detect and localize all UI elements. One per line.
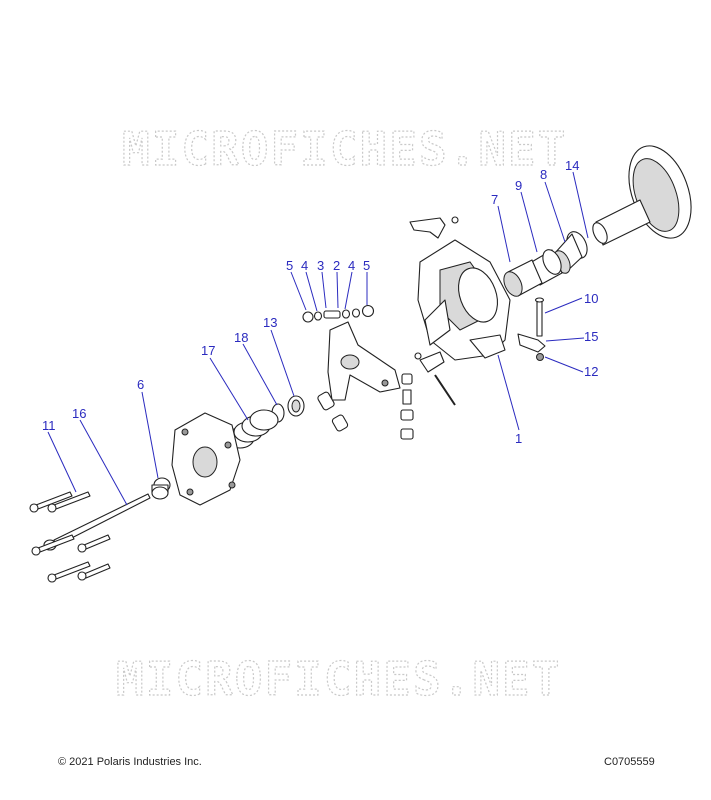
roller-pin-stack xyxy=(302,304,375,323)
callout-3: 3 xyxy=(317,258,324,273)
callout-1: 1 xyxy=(515,431,522,446)
part-9-bushing xyxy=(529,249,563,286)
callout-10: 10 xyxy=(584,291,598,306)
callout-15: 15 xyxy=(584,329,598,344)
part-1-moveable-sheave xyxy=(417,239,511,361)
callout-5-right: 5 xyxy=(363,258,370,273)
callout-13: 13 xyxy=(263,315,277,330)
leader-lines xyxy=(47,171,589,506)
part-15-weight xyxy=(517,333,546,353)
part-11-bolts xyxy=(29,491,111,583)
callout-17: 17 xyxy=(201,343,215,358)
copyright-text: © 2021 Polaris Industries Inc. xyxy=(58,756,202,768)
weight-arm-top xyxy=(409,216,459,239)
callout-8: 8 xyxy=(540,167,547,182)
callout-4-left: 4 xyxy=(301,258,308,273)
callout-18: 18 xyxy=(234,330,248,345)
part-7-bushing xyxy=(503,259,543,297)
weight-arm-left xyxy=(414,351,456,406)
callout-9: 9 xyxy=(515,178,522,193)
diagram-code: C0705559 xyxy=(604,756,655,768)
callout-14: 14 xyxy=(565,158,579,173)
part-14-sheave-shaft xyxy=(592,145,692,246)
callout-12: 12 xyxy=(584,364,598,379)
callout-5-left: 5 xyxy=(286,258,293,273)
part-17-spring xyxy=(225,409,279,449)
callout-16: 16 xyxy=(72,406,86,421)
spider xyxy=(327,321,401,401)
callout-6: 6 xyxy=(137,377,144,392)
callout-7: 7 xyxy=(491,192,498,207)
watermark-bottom: MICROFICHES.NET xyxy=(116,652,561,706)
part-12-nut xyxy=(536,353,544,361)
spider-rollers xyxy=(317,373,414,440)
callout-2: 2 xyxy=(333,258,340,273)
part-8-ring xyxy=(553,231,588,274)
part-6-bushing xyxy=(151,477,171,500)
part-13-washer xyxy=(287,395,305,417)
part-10-pin xyxy=(534,297,545,337)
callout-4-right: 4 xyxy=(348,258,355,273)
callout-11: 11 xyxy=(42,418,56,433)
cover-plate xyxy=(171,412,241,506)
watermark-top: MICROFICHES.NET xyxy=(122,122,567,176)
